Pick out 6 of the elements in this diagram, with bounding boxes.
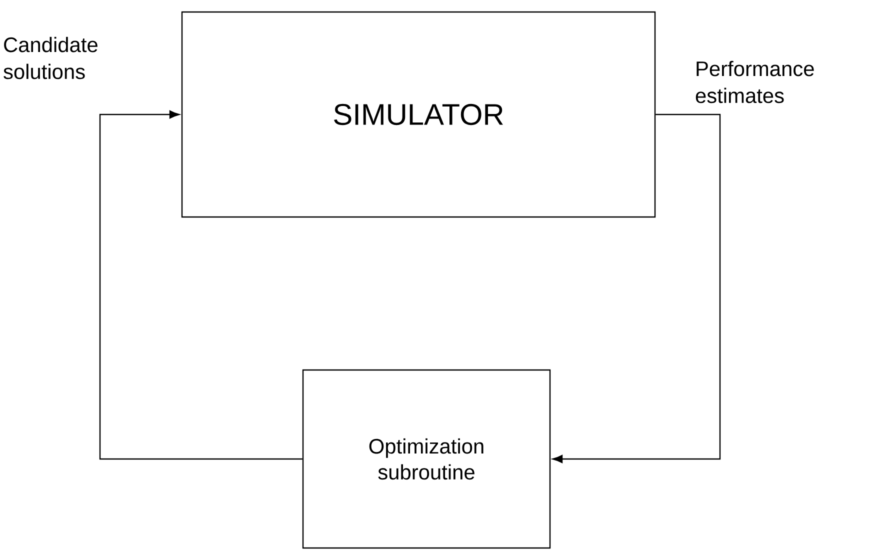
arrow: [552, 114, 721, 464]
process-box: Optimization subroutine: [302, 369, 551, 549]
edge-label: Candidate solutions: [4, 36, 98, 80]
process-box: SIMULATOR: [181, 11, 656, 218]
arrow: [99, 110, 302, 460]
edge-label: Performance estimates: [696, 60, 814, 104]
